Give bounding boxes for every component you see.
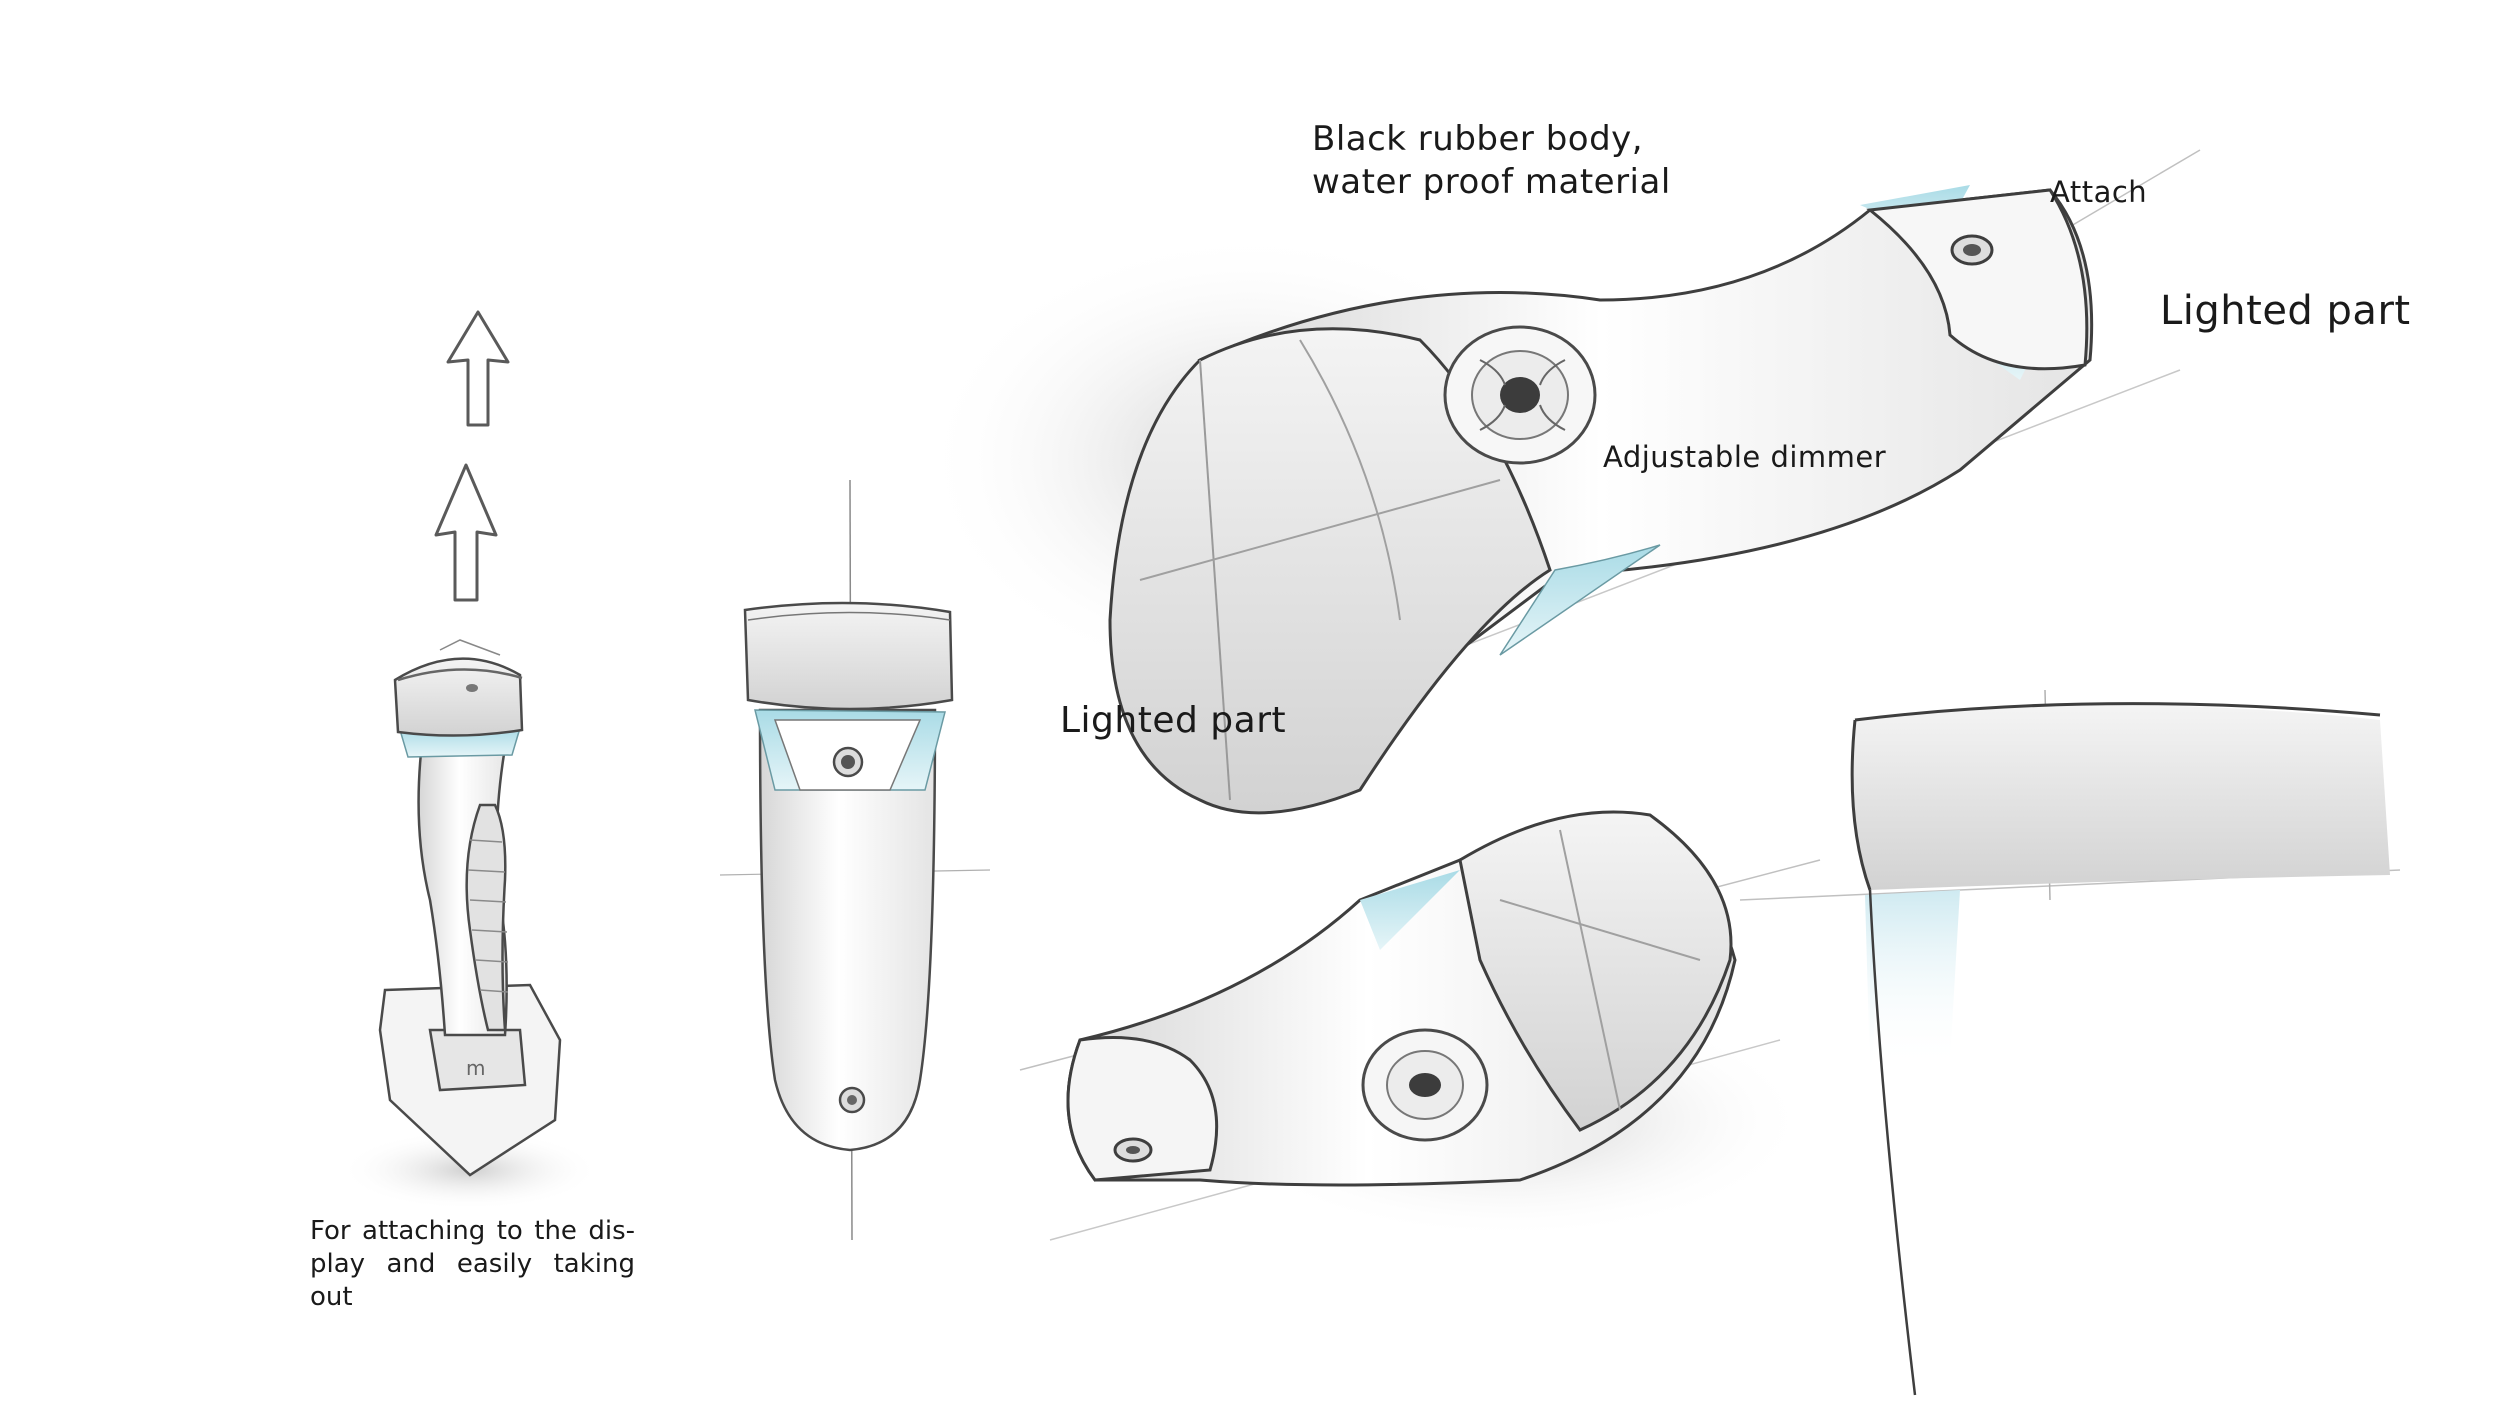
perspective-flashlight-sketch-small (1019, 810, 1821, 1241)
perspective-flashlight-sketch-large (920, 149, 2201, 815)
attaching-note: For attaching to the dis- play and easil… (310, 1216, 635, 1312)
docked-flashlight-sketch: m (340, 639, 600, 1210)
lighted-part-label-top: Lighted part (2160, 288, 2411, 334)
attach-label: Attach (2050, 175, 2148, 209)
body-material-note: Black rubber body, water proof material (1312, 118, 1671, 204)
up-arrow-icon (434, 463, 498, 602)
body-material-line-1: Black rubber body, (1312, 119, 1644, 159)
close-up-head-sketch (1739, 689, 2401, 1396)
lighted-part-label-middle: Lighted part (1060, 700, 1287, 741)
front-view-flashlight-sketch (719, 479, 991, 1241)
body-material-line-2: water proof material (1312, 162, 1671, 202)
svg-text:m: m (466, 1056, 485, 1080)
up-arrow-icon (446, 310, 510, 427)
adjustable-dimmer-label: Adjustable dimmer (1603, 440, 1887, 474)
